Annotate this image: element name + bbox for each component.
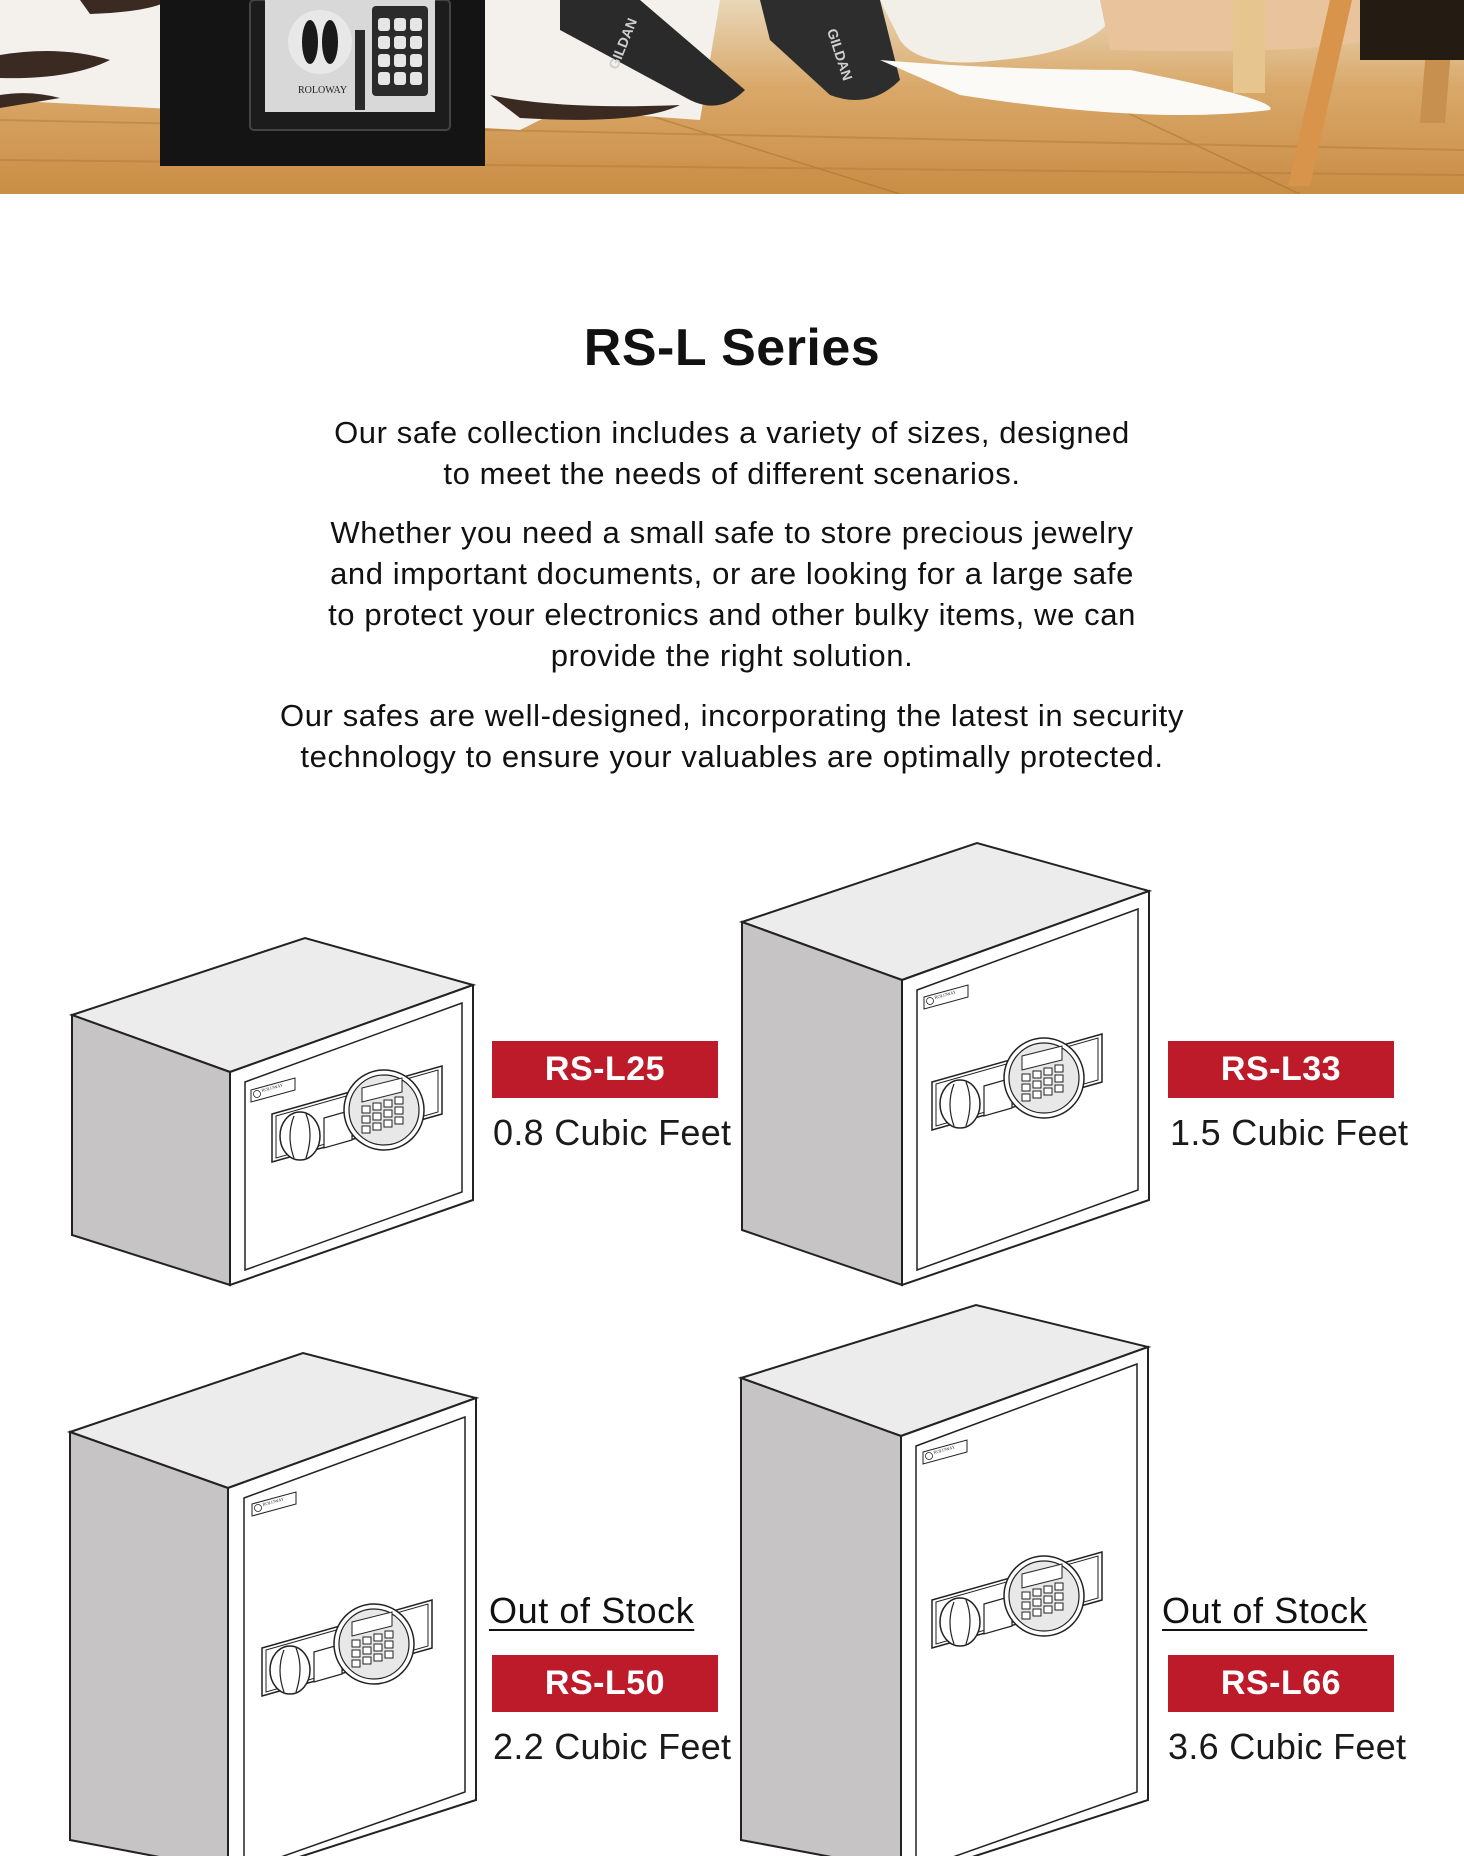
hero-photo: GILDAN GILDAN ROLOWAY (0, 0, 1464, 194)
chair-leg (1233, 0, 1265, 93)
out-of-stock-link[interactable]: Out of Stock (1162, 1590, 1368, 1631)
paragraph-line: and important documents, or are looking … (330, 556, 1134, 591)
capacity-label: 1.5 Cubic Feet (1170, 1112, 1409, 1153)
paragraph-line: to meet the needs of different scenarios… (443, 456, 1021, 491)
safe-illustration-rs-l66 (737, 1303, 1152, 1856)
paragraph-line: to protect your electronics and other bu… (328, 597, 1136, 632)
capacity-label: 0.8 Cubic Feet (493, 1112, 732, 1153)
safe-illustration-rs-l50 (66, 1351, 480, 1856)
hero-safe: ROLOWAY (160, 0, 485, 166)
out-of-stock-link[interactable]: Out of Stock (489, 1590, 695, 1631)
intro-paragraph-3: Our safes are well-designed, incorporati… (0, 695, 1464, 777)
hero-safe-brand: ROLOWAY (298, 85, 347, 96)
paragraph-line: Our safe collection includes a variety o… (334, 415, 1130, 450)
safe-illustration-rs-l25 (68, 936, 477, 1287)
model-badge: RS-L50 (492, 1655, 718, 1712)
sock-left (560, 0, 745, 106)
model-badge: RS-L25 (492, 1041, 718, 1098)
capacity-label: 3.6 Cubic Feet (1168, 1726, 1407, 1767)
paragraph-line: Our safes are well-designed, incorporati… (280, 698, 1184, 733)
model-badge: RS-L66 (1168, 1655, 1394, 1712)
sock-right (760, 0, 900, 100)
safe-illustration-rs-l33 (738, 841, 1153, 1287)
capacity-label: 2.2 Cubic Feet (493, 1726, 732, 1767)
section-title: RS-L Series (583, 319, 881, 377)
intro-paragraph-2: Whether you need a small safe to store p… (0, 512, 1464, 676)
hero-illustration: GILDAN GILDAN ROLOWAY (0, 0, 1464, 194)
paragraph-line: technology to ensure your valuables are … (300, 739, 1164, 774)
pants (880, 0, 1120, 63)
model-badge: RS-L33 (1168, 1041, 1394, 1098)
chair-leg-angled (1288, 0, 1352, 186)
intro-paragraph-1: Our safe collection includes a variety o… (0, 412, 1464, 494)
paragraph-line: provide the right solution. (550, 638, 914, 673)
paragraph-line: Whether you need a small safe to store p… (330, 515, 1134, 550)
